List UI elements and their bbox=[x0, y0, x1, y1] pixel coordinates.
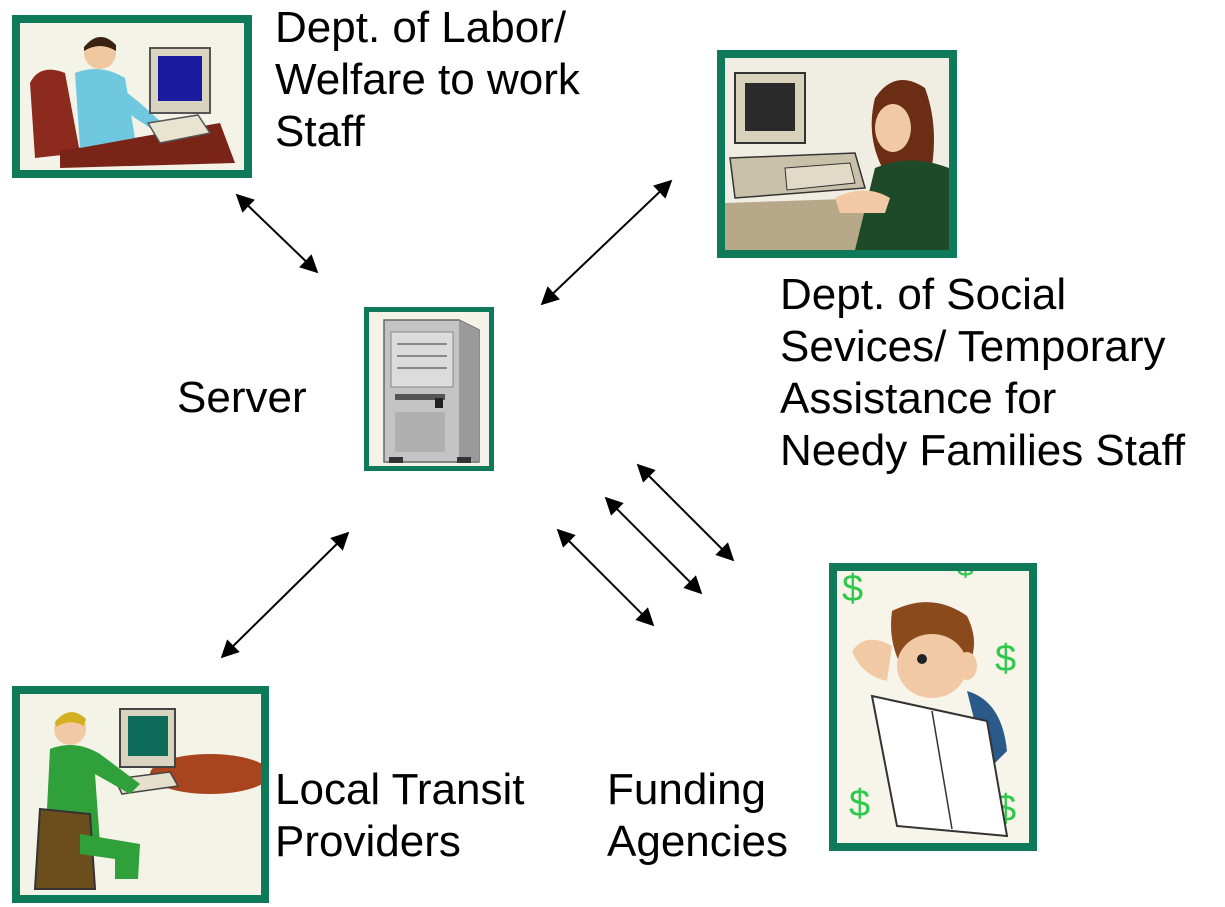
funding-agencies-label: Funding Agencies bbox=[607, 765, 789, 866]
man-reading-money-icon: $ $ $ $ $ bbox=[837, 571, 1029, 843]
labor-staff-label: Dept. of Labor/ Welfare to work Staff bbox=[275, 3, 580, 156]
server-label: Server bbox=[177, 373, 307, 422]
man-at-computer-icon bbox=[20, 23, 244, 170]
transit-providers-picture bbox=[12, 686, 269, 903]
arrow-transit-server bbox=[220, 531, 350, 659]
svg-text:$: $ bbox=[995, 638, 1016, 680]
funding-agencies-picture: $ $ $ $ $ bbox=[829, 563, 1037, 851]
arrow-funding-server-3 bbox=[556, 528, 655, 627]
labor-staff-picture bbox=[12, 15, 252, 178]
social-services-staff-picture bbox=[717, 50, 957, 258]
arrow-labor-server bbox=[235, 193, 319, 274]
arrow-funding-server-1 bbox=[636, 463, 735, 562]
svg-text:$: $ bbox=[842, 571, 863, 610]
svg-text:$: $ bbox=[957, 571, 974, 583]
svg-text:$: $ bbox=[849, 783, 870, 825]
server-tower-icon bbox=[369, 312, 489, 466]
social-services-staff-label: Dept. of Social Sevices/ Temporary Assis… bbox=[780, 270, 1186, 475]
man-in-green-at-computer-icon bbox=[20, 694, 261, 895]
woman-at-computer-icon bbox=[725, 58, 949, 250]
server-picture bbox=[364, 307, 494, 471]
transit-providers-label: Local Transit Providers bbox=[275, 765, 525, 866]
arrow-social-server bbox=[540, 179, 673, 306]
arrow-funding-server-2 bbox=[604, 496, 703, 595]
